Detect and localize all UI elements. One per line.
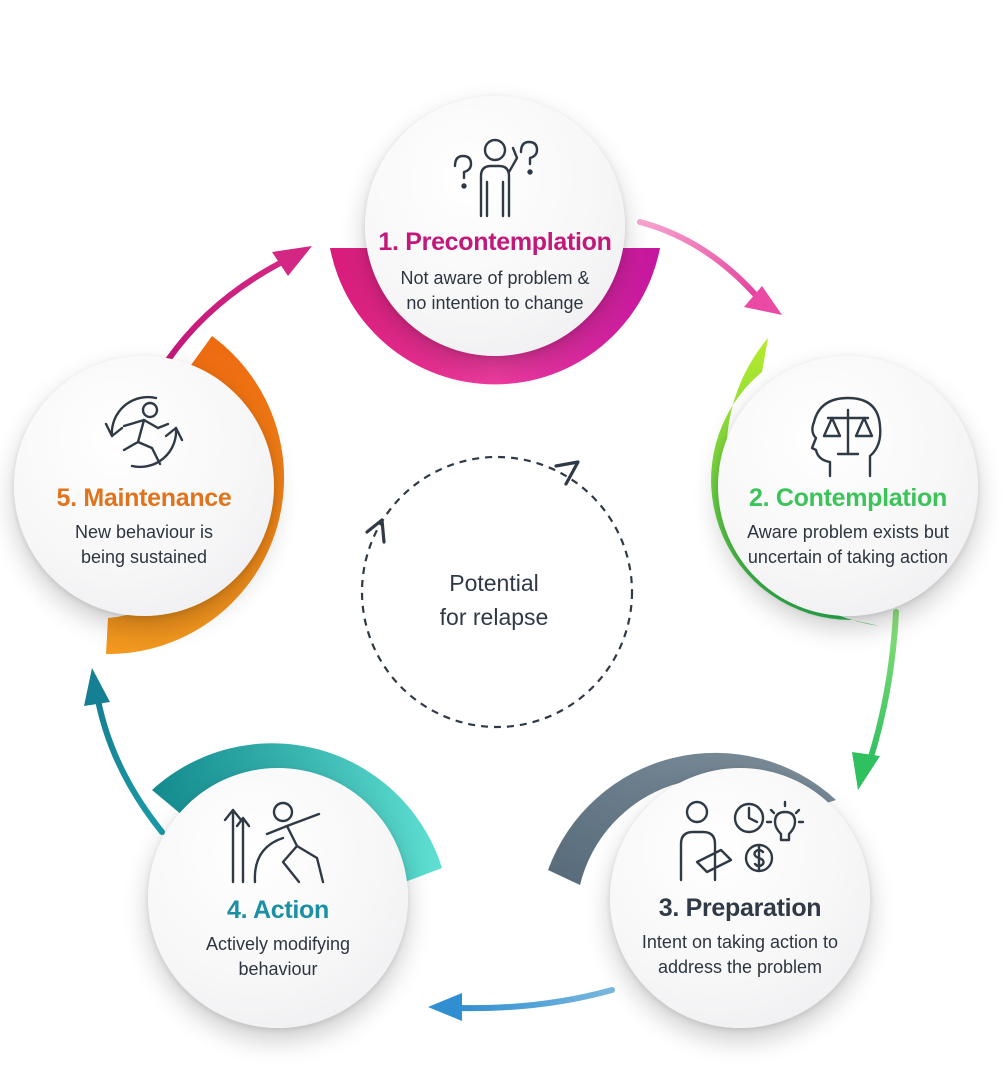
arrow-4-to-5 (95, 697, 165, 835)
stage-action: 4. Action Actively modifying behaviour (148, 768, 408, 1028)
relapse-arrowhead-left (365, 518, 386, 544)
stage-description: Actively modifying behaviour (205, 934, 351, 979)
stage-title: 1. Precontemplation (378, 228, 612, 256)
arrow-1-to-2-head (744, 286, 782, 315)
climbing-person-icon (223, 801, 325, 884)
stage-title: 4. Action (227, 896, 329, 924)
arrow-5-to-1-head (272, 246, 312, 276)
planning-person-icon (679, 800, 805, 882)
stage-preparation: 3. Preparation Intent on taking action t… (610, 768, 870, 1028)
stage-contemplation: 2. Contemplation Aware problem exists bu… (718, 356, 978, 616)
arrow-4-to-5-head (84, 668, 110, 706)
stage-title: 5. Maintenance (56, 484, 232, 512)
stage-description: Intent on taking action to address the p… (641, 932, 839, 977)
running-cycle-icon (104, 395, 184, 469)
relapse-arrowhead-upper (554, 460, 580, 486)
stage-precontemplation: 1. Precontemplation Not aware of problem… (365, 96, 625, 356)
stage-description: New behaviour is being sustained (74, 522, 214, 567)
arrow-3-to-4 (455, 987, 615, 1012)
stage-description: Not aware of problem & no intention to c… (400, 268, 590, 313)
arrow-3-to-4-head (428, 993, 462, 1021)
arrow-1-to-2 (637, 219, 763, 303)
stage-title: 2. Contemplation (749, 484, 947, 512)
arrow-2-to-3 (867, 609, 899, 763)
action-ring (152, 743, 442, 882)
relapse-label-line1: Potential (449, 570, 539, 596)
stage-title: 3. Preparation (658, 894, 822, 922)
precontemplation-ring (330, 248, 660, 385)
relapse-label-line2: for relapse (439, 604, 549, 630)
relapse-label: Potential for relapse (394, 566, 594, 634)
relapse-circle (360, 455, 634, 729)
stage-maintenance: 5. Maintenance New behaviour is being su… (14, 356, 274, 616)
arrow-5-to-1 (165, 259, 285, 363)
stage-description: Aware problem exists but uncertain of ta… (747, 522, 949, 567)
arrow-2-to-3-head (852, 752, 880, 790)
confused-person-icon (453, 138, 539, 218)
head-scales-icon (810, 396, 882, 478)
